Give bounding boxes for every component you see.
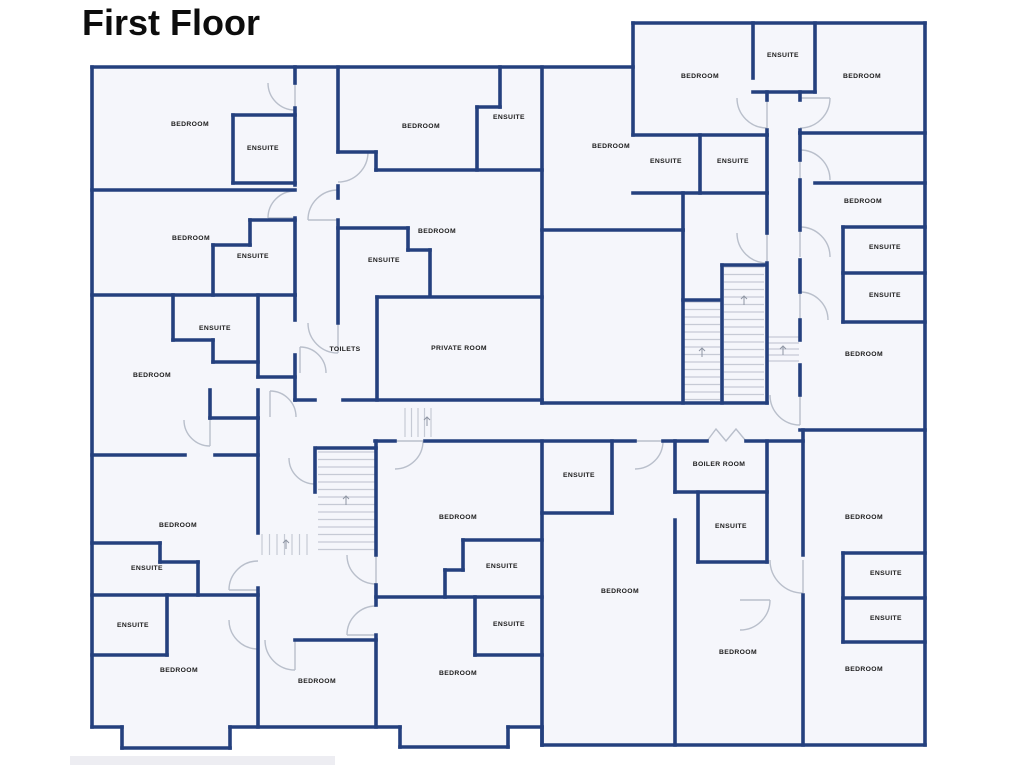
room-label-bedroom: BEDROOM bbox=[160, 667, 198, 674]
room-label-ensuite: ENSUITE bbox=[717, 158, 749, 165]
room-label-ensuite: ENSUITE bbox=[237, 253, 269, 260]
room-label-bedroom: BEDROOM bbox=[439, 514, 477, 521]
room-label-bedroom: BEDROOM bbox=[298, 678, 336, 685]
room-label-private-room: PRIVATE ROOM bbox=[431, 345, 487, 352]
room-label-ensuite: ENSUITE bbox=[870, 615, 902, 622]
room-label-bedroom: BEDROOM bbox=[845, 351, 883, 358]
room-label-bedroom: BEDROOM bbox=[133, 372, 171, 379]
room-label-bedroom: BEDROOM bbox=[439, 670, 477, 677]
room-label-bedroom: BEDROOM bbox=[159, 522, 197, 529]
boiler-double-door-mark bbox=[706, 427, 747, 443]
room-label-bedroom: BEDROOM bbox=[601, 588, 639, 595]
room-label-ensuite: ENSUITE bbox=[869, 244, 901, 251]
room-label-ensuite: ENSUITE bbox=[715, 523, 747, 530]
page-title: First Floor bbox=[82, 2, 260, 43]
room-label-ensuite: ENSUITE bbox=[368, 257, 400, 264]
room-label-ensuite: ENSUITE bbox=[117, 622, 149, 629]
stair-arrows bbox=[282, 295, 787, 549]
room-label-ensuite: ENSUITE bbox=[870, 570, 902, 577]
room-label-bedroom: BEDROOM bbox=[845, 666, 883, 673]
room-label-ensuite: ENSUITE bbox=[131, 565, 163, 572]
room-label-bedroom: BEDROOM bbox=[844, 198, 882, 205]
room-label-ensuite: ENSUITE bbox=[563, 472, 595, 479]
room-label-toilets: TOILETS bbox=[329, 346, 360, 353]
room-label-bedroom: BEDROOM bbox=[719, 649, 757, 656]
room-labels: BEDROOM ENSUITE BEDROOM ENSUITE BEDROOM ENSUI… bbox=[117, 52, 902, 685]
room-label-bedroom: BEDROOM bbox=[402, 123, 440, 130]
room-label-bedroom: BEDROOM bbox=[845, 514, 883, 521]
floor-areas bbox=[70, 23, 925, 765]
walls bbox=[90, 21, 927, 750]
room-label-bedroom: BEDROOM bbox=[418, 228, 456, 235]
room-label-bedroom: BEDROOM bbox=[843, 73, 881, 80]
door-arcs bbox=[183, 82, 831, 671]
room-label-bedroom: BEDROOM bbox=[171, 121, 209, 128]
room-label-ensuite: ENSUITE bbox=[247, 145, 279, 152]
room-label-ensuite: ENSUITE bbox=[869, 292, 901, 299]
room-label-boiler-room: BOILER ROOM bbox=[693, 461, 746, 468]
room-label-bedroom: BEDROOM bbox=[172, 235, 210, 242]
room-label-ensuite: ENSUITE bbox=[767, 52, 799, 59]
room-label-ensuite: ENSUITE bbox=[493, 114, 525, 121]
room-label-ensuite: ENSUITE bbox=[493, 621, 525, 628]
room-label-ensuite: ENSUITE bbox=[199, 325, 231, 332]
room-label-ensuite: ENSUITE bbox=[486, 563, 518, 570]
stairs bbox=[261, 266, 799, 555]
room-label-bedroom: BEDROOM bbox=[592, 143, 630, 150]
room-label-bedroom: BEDROOM bbox=[681, 73, 719, 80]
room-label-ensuite: ENSUITE bbox=[650, 158, 682, 165]
